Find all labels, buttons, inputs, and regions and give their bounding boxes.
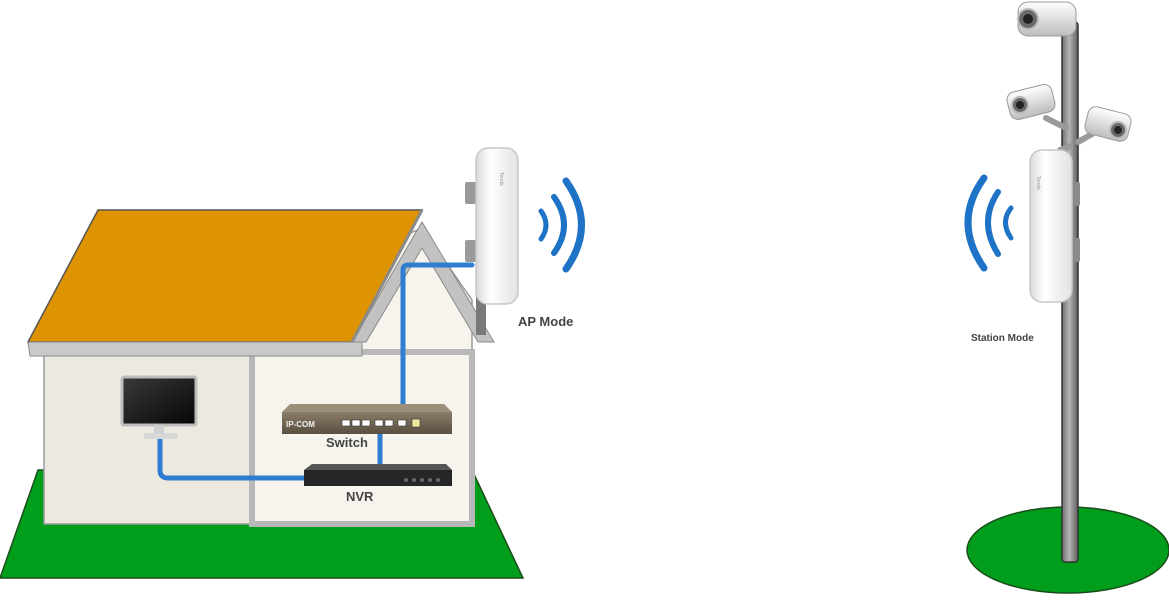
camera-arms xyxy=(1043,115,1095,153)
monitor-base xyxy=(144,433,178,439)
monitor xyxy=(120,375,198,439)
right-camera-icon xyxy=(1084,106,1132,142)
switch-brand-text: IP-COM xyxy=(286,420,315,429)
switch-top xyxy=(282,404,452,412)
ap-bracket-bottom xyxy=(465,240,477,262)
ap-cpe-body xyxy=(475,147,519,305)
ap-mount-pole xyxy=(476,295,486,335)
ap-bracket-top xyxy=(465,182,477,204)
monitor-screen xyxy=(120,375,198,427)
ap-signal-icon xyxy=(538,177,585,273)
nvr-body xyxy=(304,470,452,486)
nvr-label: NVR xyxy=(346,489,374,504)
ap-cpe-brand: Tenda xyxy=(498,172,504,186)
house xyxy=(0,209,525,579)
station-mode-label: Station Mode xyxy=(971,333,1034,344)
nvr-device xyxy=(304,464,452,486)
switch-device: IP-COM xyxy=(282,404,452,434)
monitor-neck xyxy=(154,425,164,433)
ap-cpe: Tenda xyxy=(465,147,519,335)
roof-edge-line xyxy=(350,209,424,343)
station-cpe-body xyxy=(1029,149,1073,303)
station-pole-group: Tenda xyxy=(966,1,1169,594)
cable-switch-to-ap xyxy=(400,262,475,427)
nvr-top xyxy=(304,464,452,470)
roof-eave xyxy=(27,341,363,357)
ap-mode-label: AP Mode xyxy=(518,314,574,329)
left-camera-icon xyxy=(1006,84,1056,120)
switch-label: Switch xyxy=(326,435,368,450)
station-signal-icon xyxy=(964,174,1014,272)
cable-monitor-to-nvr xyxy=(157,437,307,481)
nvr-leds xyxy=(404,478,440,482)
switch-power-indicator xyxy=(411,418,421,428)
station-cpe-brand: Tenda xyxy=(1035,176,1041,190)
switch-ports xyxy=(341,419,407,427)
top-camera-icon xyxy=(1017,1,1077,37)
